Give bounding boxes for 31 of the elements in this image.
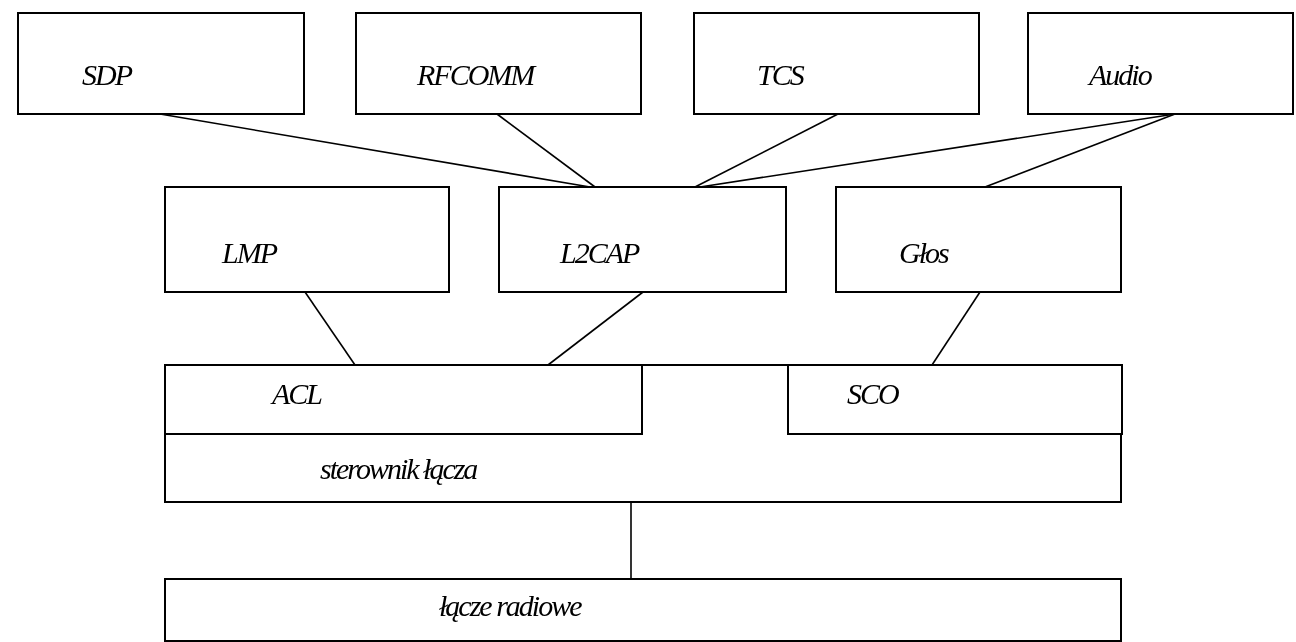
protocol-box (787, 364, 1123, 435)
protocol-label: sterownik łącza (320, 454, 477, 484)
connector-line (159, 113, 591, 188)
protocol-label: łącze radiowe (439, 591, 581, 621)
protocol-label: Głos (899, 238, 948, 268)
protocol-box (355, 12, 642, 115)
protocol-box (835, 186, 1122, 293)
connector-line (699, 113, 1176, 188)
protocol-box (164, 578, 1122, 642)
protocol-label: L2CAP (560, 238, 639, 268)
connector-line (547, 291, 644, 366)
protocol-label: RFCOMM (417, 60, 534, 90)
protocol-label: TCS (757, 60, 803, 90)
protocol-box (164, 364, 643, 435)
protocol-label: LMP (222, 238, 276, 268)
protocol-box (1027, 12, 1294, 115)
connector-line (496, 113, 596, 188)
protocol-box (498, 186, 787, 293)
protocol-label: Audio (1089, 60, 1151, 90)
connector-line (694, 113, 839, 188)
protocol-box (693, 12, 980, 115)
connector-line (630, 501, 632, 580)
connector-line (931, 291, 981, 366)
protocol-label: SCO (847, 379, 898, 409)
connector-line (304, 291, 356, 366)
protocol-box (164, 186, 450, 293)
protocol-box (17, 12, 305, 115)
protocol-label: SDP (82, 60, 131, 90)
protocol-label: ACL (272, 379, 322, 409)
protocol-box (164, 364, 1122, 503)
connector-line (984, 113, 1176, 188)
